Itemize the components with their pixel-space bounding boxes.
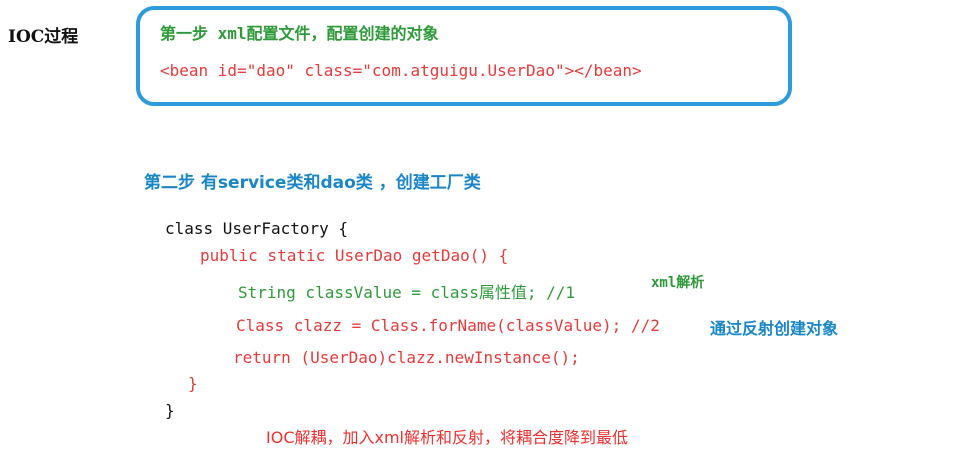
summary-text: IOC解耦，加入xml解析和反射，将耦合度降到最低 [266,428,628,447]
code-line-class-decl: class UserFactory { [165,219,349,238]
step1-bean-code: <bean id="dao" class="com.atguigu.UserDa… [160,61,642,80]
code-line-class-value: String classValue = class属性值; //1 [238,283,575,302]
code-line-return: return (UserDao)clazz.newInstance(); [233,348,580,367]
code-line-method-close: } [188,374,198,393]
step2-heading: 第二步 有service类和dao类 ，创建工厂类 [144,173,481,193]
code-line-method-decl: public static UserDao getDao() { [200,246,509,265]
diagram-title: IOC过程 [8,27,79,47]
code-line-for-name: Class clazz = Class.forName(classValue);… [236,316,660,335]
step1-heading: 第一步 xml配置文件，配置创建的对象 [160,24,439,43]
code-comment-reflection: 通过反射创建对象 [710,319,839,338]
step1-box [136,6,792,106]
code-line-class-close: } [165,401,175,420]
code-comment-xml-parse: xml解析 [651,275,705,291]
